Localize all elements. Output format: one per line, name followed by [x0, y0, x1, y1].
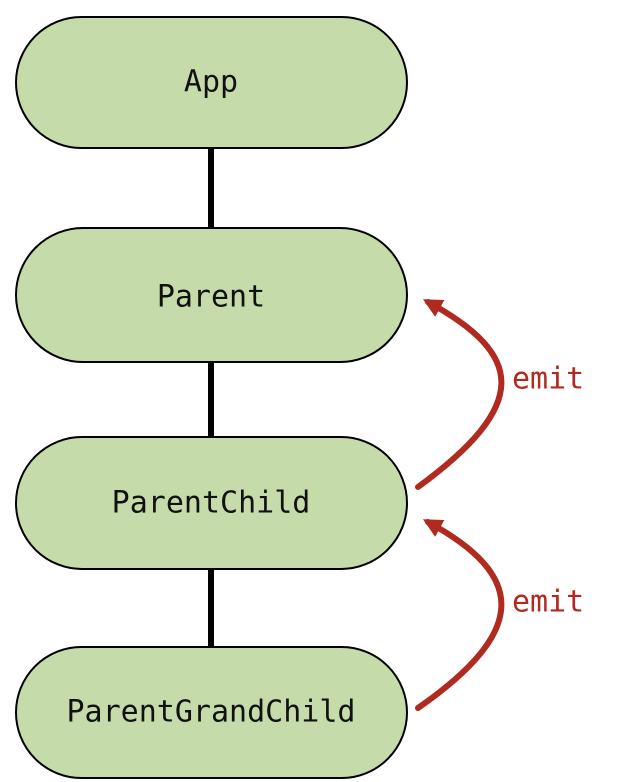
- emit-arrow-parentgrandchild-to-parentchild: emit: [415, 519, 584, 711]
- node-parent-grand-child-shape: [15, 646, 408, 779]
- node-parent-child: ParentChild: [15, 436, 408, 570]
- emit-arrow-path: [415, 519, 505, 711]
- node-app: App: [15, 16, 408, 149]
- node-parent-grand-child-label: ParentGrandChild: [67, 695, 356, 730]
- node-parent-label: Parent: [157, 280, 265, 315]
- node-parent-child-label: ParentChild: [112, 486, 311, 521]
- node-parent-shape: [15, 227, 408, 363]
- node-parent-grand-child: ParentGrandChild: [15, 646, 408, 779]
- node-app-label: App: [184, 65, 238, 100]
- emit-label: emit: [512, 362, 584, 397]
- node-parent-child-shape: [15, 436, 408, 570]
- emit-label: emit: [512, 585, 584, 620]
- emit-arrow-path: [415, 299, 505, 490]
- emit-arrow-parentchild-to-parent: emit: [415, 299, 584, 490]
- node-app-shape: [15, 16, 408, 149]
- node-parent: Parent: [15, 227, 408, 363]
